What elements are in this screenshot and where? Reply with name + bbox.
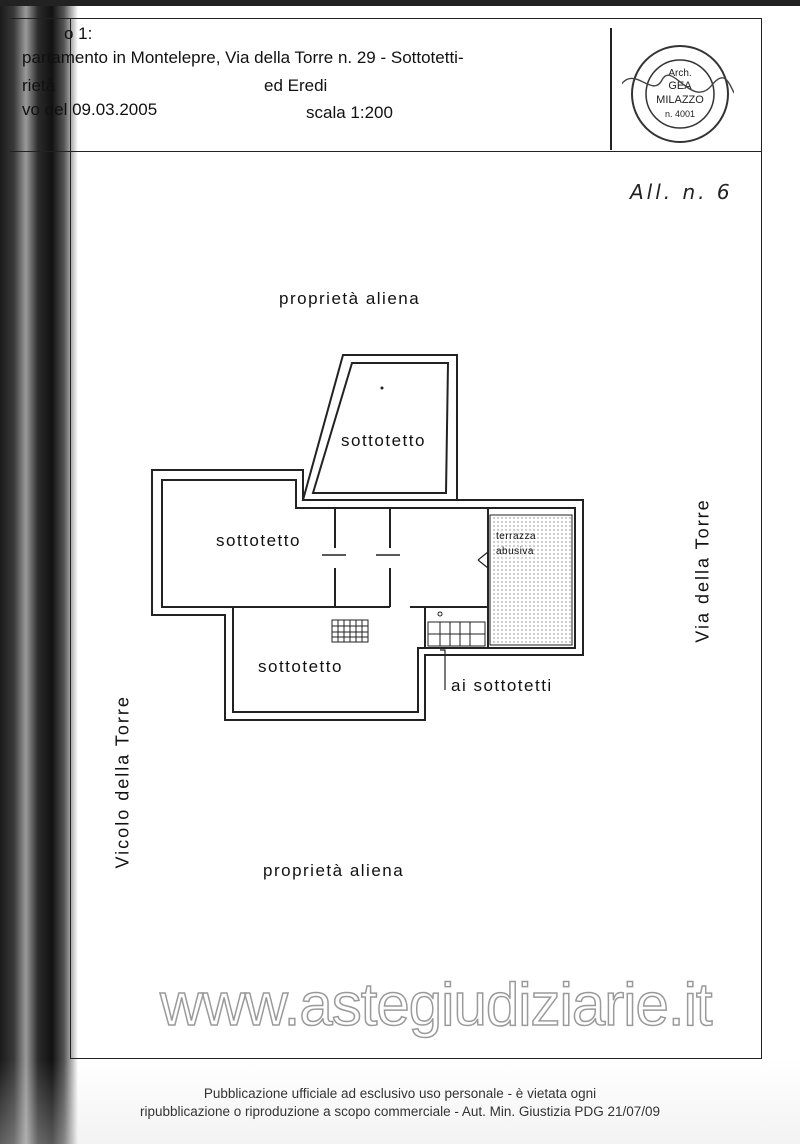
attachment-label: All. n. 6 bbox=[630, 180, 733, 204]
sheet-frame bbox=[70, 18, 762, 1059]
signature-scribble bbox=[622, 74, 734, 94]
header-line-1: o 1: bbox=[64, 24, 93, 43]
stamp-name: GEA bbox=[668, 80, 692, 92]
terrace-label-1: terrazza bbox=[496, 531, 537, 542]
watermark: www.astegiudiziarie.it bbox=[159, 970, 713, 1039]
upper-room-inner-wall bbox=[311, 362, 450, 494]
stair-right-symbol bbox=[427, 611, 486, 647]
header-line-3-right: ed Eredi bbox=[264, 76, 328, 95]
street-left-label: Vicolo della Torre bbox=[112, 695, 133, 869]
street-right-label: Via della Torre bbox=[692, 498, 713, 643]
south-label: proprietà aliena bbox=[263, 861, 405, 880]
terrace-area bbox=[489, 514, 573, 646]
architect-stamp: Arch. GEA MILAZZO n. 4001 bbox=[622, 45, 734, 143]
stairs-label: ai sottotetti bbox=[451, 676, 553, 695]
header-line-4-right: scala 1:200 bbox=[306, 103, 393, 122]
upper-room-outer-wall bbox=[301, 354, 458, 501]
room-left-label: sottotetto bbox=[216, 531, 301, 550]
title-block bbox=[10, 18, 762, 152]
main-outer-wall bbox=[151, 469, 584, 721]
terrace-label-2: abusiva bbox=[496, 546, 534, 557]
stamp-title: Arch. bbox=[668, 68, 691, 79]
room-bottom-label: sottotetto bbox=[258, 657, 343, 676]
stamp-number: n. 4001 bbox=[665, 109, 695, 119]
scan-bottom-noise bbox=[0, 1060, 800, 1144]
header-line-4-left: vo del 09.03.2005 bbox=[22, 100, 158, 119]
room-top-label: sottotetto bbox=[341, 431, 426, 450]
header-line-3-left: rietà bbox=[22, 76, 56, 95]
stamp-surname: MILAZZO bbox=[656, 94, 704, 106]
scan-top-band bbox=[0, 0, 800, 6]
stair-left-symbol bbox=[331, 619, 369, 643]
title-block-divider bbox=[610, 28, 612, 150]
north-label: proprietà aliena bbox=[279, 289, 421, 308]
footer-line-1: Pubblicazione ufficiale ad esclusivo uso… bbox=[203, 1086, 597, 1101]
header-line-2: partamento in Montelepre, Via della Torr… bbox=[22, 48, 464, 67]
scan-shadow-edge bbox=[0, 0, 78, 1144]
footer-line-2: ripubblicazione o riproduzione a scopo c… bbox=[139, 1104, 660, 1119]
stairs-leader-line bbox=[440, 649, 446, 690]
terrace-door-symbol bbox=[477, 551, 489, 569]
